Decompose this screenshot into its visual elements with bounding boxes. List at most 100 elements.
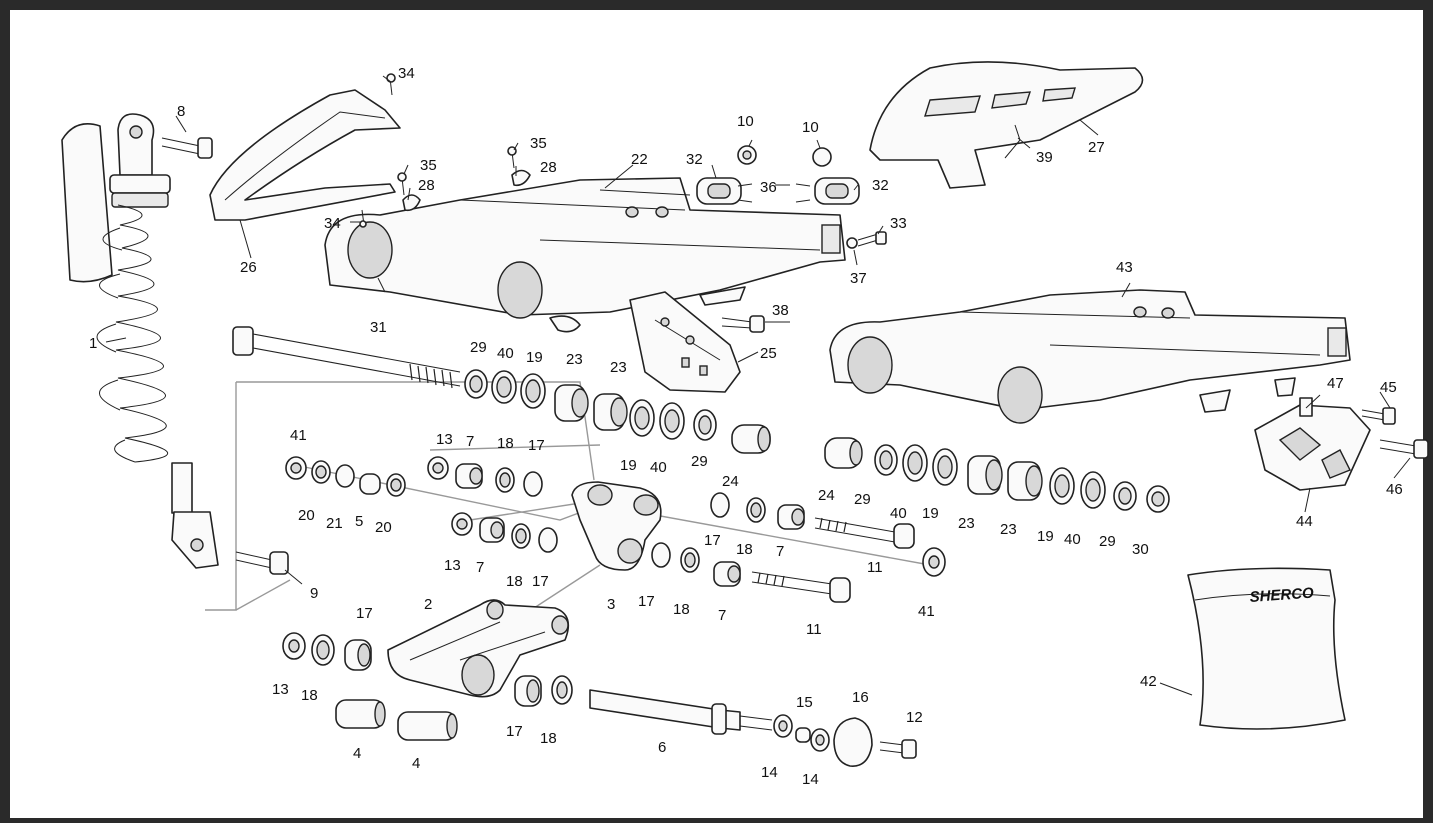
callout-23d: 23 bbox=[1000, 521, 1017, 538]
callout-29a: 29 bbox=[470, 339, 487, 356]
callout-47: 47 bbox=[1327, 375, 1344, 392]
pull-rod-link bbox=[387, 599, 570, 698]
callout-35b: 35 bbox=[420, 157, 437, 174]
callout-41a: 41 bbox=[290, 427, 307, 444]
callout-17d: 17 bbox=[704, 532, 721, 549]
callout-18f: 18 bbox=[540, 730, 557, 747]
callout-7d: 7 bbox=[718, 607, 726, 624]
shock-absorber bbox=[61, 113, 219, 569]
chain-slider bbox=[209, 89, 401, 221]
linkage-axle bbox=[589, 689, 917, 767]
callout-21: 21 bbox=[326, 515, 343, 532]
callout-29b: 29 bbox=[691, 453, 708, 470]
callout-7a: 7 bbox=[466, 433, 474, 450]
callout-4b: 4 bbox=[412, 755, 420, 772]
callout-18b: 18 bbox=[506, 573, 523, 590]
callout-23a: 23 bbox=[566, 351, 583, 368]
callout-6: 6 bbox=[658, 739, 666, 756]
callout-40a: 40 bbox=[497, 345, 514, 362]
callout-46: 46 bbox=[1386, 481, 1403, 498]
callout-17f: 17 bbox=[506, 723, 523, 740]
callout-11b: 11 bbox=[806, 621, 822, 638]
callout-8: 8 bbox=[177, 103, 185, 120]
swingarm-main bbox=[324, 177, 846, 333]
callout-17b: 17 bbox=[532, 573, 549, 590]
callout-39: 39 bbox=[1036, 149, 1053, 166]
callout-29d: 29 bbox=[1099, 533, 1116, 550]
chain-guide-block bbox=[629, 291, 741, 393]
callout-31: 31 bbox=[370, 319, 387, 336]
callout-19b: 19 bbox=[620, 457, 637, 474]
callout-16: 16 bbox=[852, 689, 869, 706]
callout-13a: 13 bbox=[436, 431, 453, 448]
callout-18e: 18 bbox=[673, 601, 690, 618]
callout-7b: 7 bbox=[476, 559, 484, 576]
callout-20a: 20 bbox=[298, 507, 315, 524]
callout-9: 9 bbox=[310, 585, 318, 602]
callout-34b: 34 bbox=[324, 215, 341, 232]
callout-18a: 18 bbox=[497, 435, 514, 452]
callout-40d: 40 bbox=[1064, 531, 1081, 548]
callout-22: 22 bbox=[631, 151, 648, 168]
chain-guard bbox=[869, 61, 1144, 189]
callout-18c: 18 bbox=[301, 687, 318, 704]
callout-19a: 19 bbox=[526, 349, 543, 366]
callout-3: 3 bbox=[607, 596, 615, 613]
callout-35a: 35 bbox=[530, 135, 547, 152]
bearing-stack-left bbox=[464, 369, 771, 454]
callout-17a: 17 bbox=[528, 437, 545, 454]
callout-24a: 24 bbox=[722, 473, 739, 490]
callout-41b: 41 bbox=[918, 603, 935, 620]
callout-29c: 29 bbox=[854, 491, 871, 508]
callout-2: 2 bbox=[424, 596, 432, 613]
callout-38: 38 bbox=[772, 302, 789, 319]
callout-14a: 14 bbox=[761, 764, 778, 781]
tool-bag: SHERCO bbox=[1187, 567, 1346, 730]
callout-17e: 17 bbox=[638, 593, 655, 610]
callout-36: 36 bbox=[760, 179, 777, 196]
swingarm-pivot-bolt bbox=[232, 326, 461, 389]
callout-7c: 7 bbox=[776, 543, 784, 560]
callout-27: 27 bbox=[1088, 139, 1105, 156]
callout-42: 42 bbox=[1140, 673, 1157, 690]
callout-14b: 14 bbox=[802, 771, 819, 788]
callout-5: 5 bbox=[355, 513, 363, 530]
callout-18d: 18 bbox=[736, 541, 753, 558]
swingarm-alternate bbox=[829, 289, 1351, 424]
callout-30: 30 bbox=[1132, 541, 1149, 558]
bag-logo: SHERCO bbox=[1249, 585, 1315, 606]
axle-adjuster-plates bbox=[696, 145, 860, 205]
bolts-33-37-38 bbox=[721, 231, 887, 333]
callout-labels: 1 2 3 4 4 5 6 7 7 7 7 8 9 10 10 11 11 12… bbox=[89, 65, 1403, 788]
callout-12: 12 bbox=[906, 709, 923, 726]
bolt-9 bbox=[235, 551, 289, 575]
callout-32a: 32 bbox=[686, 151, 703, 168]
bolt-8 bbox=[161, 137, 213, 159]
callout-28b: 28 bbox=[418, 177, 435, 194]
callout-23c: 23 bbox=[958, 515, 975, 532]
diagram-canvas bbox=[10, 10, 1423, 818]
callout-4a: 4 bbox=[353, 745, 361, 762]
callout-17c: 17 bbox=[356, 605, 373, 622]
callout-19c: 19 bbox=[922, 505, 939, 522]
chain-guide-alt bbox=[1254, 397, 1429, 491]
callout-25: 25 bbox=[760, 345, 777, 362]
bearing-stack-right bbox=[824, 437, 1170, 513]
rocker-arm bbox=[571, 481, 662, 571]
callout-33: 33 bbox=[890, 215, 907, 232]
callout-37: 37 bbox=[850, 270, 867, 287]
callout-10a: 10 bbox=[737, 113, 754, 130]
leader-lines bbox=[105, 75, 1411, 696]
callout-43: 43 bbox=[1116, 259, 1133, 276]
callout-32b: 32 bbox=[872, 177, 889, 194]
linkage-bushings-upper bbox=[285, 456, 543, 497]
callout-34a: 34 bbox=[398, 65, 415, 82]
callout-40c: 40 bbox=[890, 505, 907, 522]
callout-45: 45 bbox=[1380, 379, 1397, 396]
callout-23b: 23 bbox=[610, 359, 627, 376]
callout-11a: 11 bbox=[867, 559, 883, 576]
callout-13b: 13 bbox=[444, 557, 461, 574]
callout-1: 1 bbox=[89, 335, 97, 352]
callout-19d: 19 bbox=[1037, 528, 1054, 545]
